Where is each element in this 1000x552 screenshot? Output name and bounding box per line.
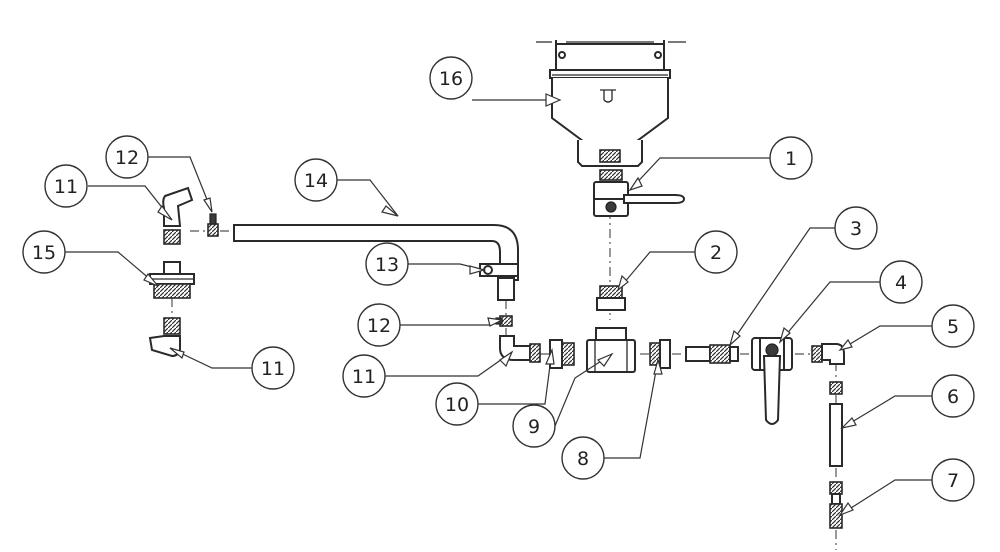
union-part-15 bbox=[149, 261, 195, 299]
callout-11-lower-left: 11 bbox=[251, 346, 295, 390]
shutoff-valve-part bbox=[593, 169, 686, 217]
callout-12b-number: 12 bbox=[367, 315, 391, 337]
elbow-part-11b bbox=[148, 317, 181, 358]
callout-7: 7 bbox=[931, 458, 975, 502]
arrowheads bbox=[143, 93, 857, 517]
callout-14-number: 14 bbox=[304, 170, 328, 192]
callout-6: 6 bbox=[931, 374, 975, 418]
pipe-part-14 bbox=[233, 224, 519, 301]
callout-9: 9 bbox=[512, 404, 556, 448]
callout-2: 2 bbox=[694, 230, 738, 274]
callout-15: 15 bbox=[22, 230, 66, 274]
callout-4: 4 bbox=[879, 260, 923, 304]
callout-8: 8 bbox=[561, 436, 605, 480]
callout-12a-number: 12 bbox=[115, 147, 139, 169]
callout-12-lower: 12 bbox=[357, 303, 401, 347]
callout-11-lower-center: 11 bbox=[342, 354, 386, 398]
callout-13: 13 bbox=[365, 242, 409, 286]
callout-5-number: 5 bbox=[947, 316, 959, 338]
fitting-part-12a bbox=[207, 213, 219, 237]
nut-part-8 bbox=[649, 339, 671, 369]
callout-3: 3 bbox=[834, 206, 878, 250]
callout-16-number: 16 bbox=[439, 68, 463, 90]
callout-5: 5 bbox=[931, 304, 975, 348]
adapter-part-2 bbox=[596, 285, 626, 311]
callout-11c-number: 11 bbox=[352, 366, 376, 388]
callout-16: 16 bbox=[429, 56, 473, 100]
callout-7-number: 7 bbox=[947, 470, 959, 492]
callout-14: 14 bbox=[294, 158, 338, 202]
callout-11b-number: 11 bbox=[261, 358, 285, 380]
callout-11-upper-left: 11 bbox=[44, 164, 88, 208]
callout-9-number: 9 bbox=[528, 416, 540, 438]
elbow-part-11a bbox=[162, 186, 194, 245]
elbow-part-5 bbox=[811, 343, 845, 395]
callout-4-number: 4 bbox=[895, 272, 907, 294]
fitting-part-7 bbox=[829, 481, 843, 529]
callout-1: 1 bbox=[769, 136, 813, 180]
callout-12-upper: 12 bbox=[105, 135, 149, 179]
callout-11a-number: 11 bbox=[54, 176, 78, 198]
callout-1-number: 1 bbox=[785, 148, 797, 170]
centerlines bbox=[171, 210, 837, 550]
callout-15-number: 15 bbox=[32, 242, 56, 264]
callout-10: 10 bbox=[435, 382, 479, 426]
callout-8-number: 8 bbox=[577, 448, 589, 470]
callout-3-number: 3 bbox=[850, 218, 862, 240]
hose-part-3 bbox=[685, 344, 739, 364]
callout-2-number: 2 bbox=[710, 242, 722, 264]
ball-valve-part-4 bbox=[751, 337, 793, 425]
callout-10-number: 10 bbox=[445, 394, 469, 416]
callout-13-number: 13 bbox=[375, 254, 399, 276]
callout-6-number: 6 bbox=[947, 386, 959, 408]
hopper-part bbox=[536, 40, 686, 167]
tube-part-6 bbox=[829, 403, 843, 467]
